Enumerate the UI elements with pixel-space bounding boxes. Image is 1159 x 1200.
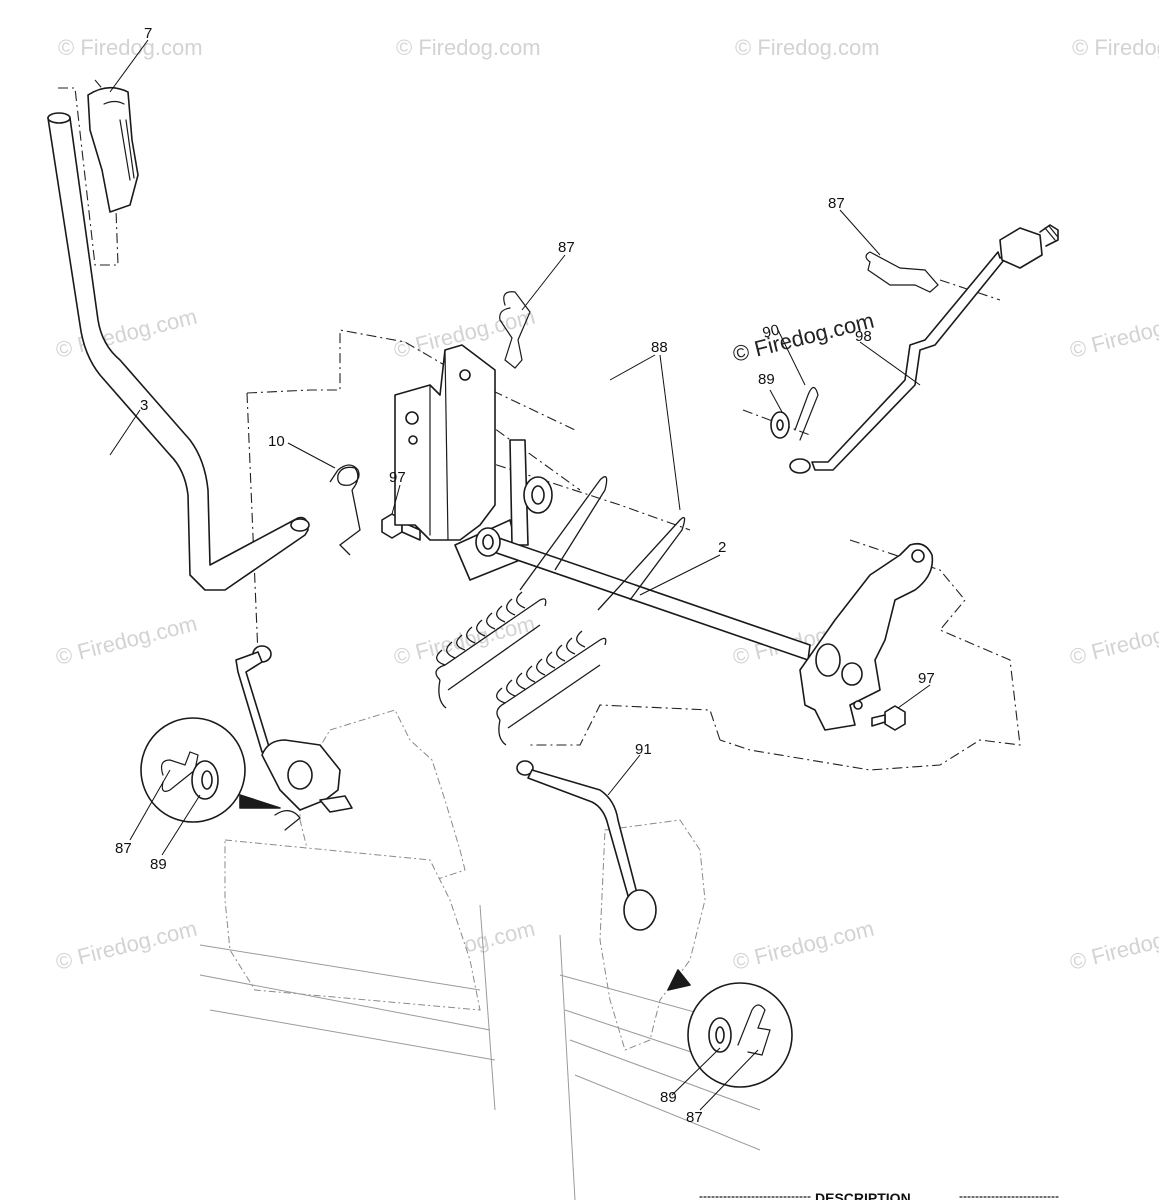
watermark: © Firedog.com	[1072, 35, 1159, 60]
deck-link-left	[235, 645, 353, 831]
watermark: © Firedog.com	[53, 304, 199, 363]
hairpin-clip-right	[794, 386, 819, 441]
lift-lever	[47, 112, 310, 591]
description-label: DESCRIPTION	[815, 1190, 911, 1200]
watermark: © Firedog.com	[1067, 304, 1159, 363]
callout-89-inset-right: 89	[660, 1089, 677, 1106]
watermark: © Firedog.com	[396, 35, 541, 60]
callouts: 7 3 10 97 87 88 2 87 90 98 89 97 91 87 8…	[115, 25, 935, 1126]
watermark: © Firedog.com	[730, 916, 876, 975]
callout-97-left: 97	[389, 469, 406, 486]
callout-89-inset-left: 89	[150, 856, 167, 873]
extension-springs	[435, 476, 686, 746]
torsion-spring	[329, 464, 361, 556]
watermark: © Firedog.com	[53, 916, 199, 975]
callout-10: 10	[268, 433, 285, 450]
footer: DESCRIPTION	[699, 1190, 1061, 1200]
hairpin-clip-top	[499, 291, 531, 369]
height-rod	[789, 224, 1059, 474]
mounting-bracket	[394, 344, 553, 581]
callout-87-right: 87	[828, 195, 845, 212]
callout-87-top: 87	[558, 239, 575, 256]
callout-87-inset-right: 87	[686, 1109, 703, 1126]
inset-detail-left	[140, 717, 281, 823]
hairpin-clip-upper-right	[865, 251, 939, 293]
bolt-right	[871, 705, 906, 731]
callout-3: 3	[140, 397, 148, 414]
frame-outline	[199, 709, 761, 1200]
watermark: © Firedog.com	[1067, 611, 1159, 670]
leader-lines	[109, 39, 931, 1111]
callout-90: 90	[761, 321, 781, 342]
washer-right	[770, 411, 790, 439]
callout-87-inset-left: 87	[115, 840, 132, 857]
lift-arm	[799, 542, 934, 731]
watermark: © Firedog.com	[1067, 916, 1159, 975]
callout-2: 2	[718, 539, 726, 556]
inset-detail-right	[667, 969, 793, 1088]
handle-grip	[87, 86, 139, 213]
callout-97-right: 97	[918, 670, 935, 687]
callout-88: 88	[651, 339, 668, 356]
link-rod	[516, 760, 657, 931]
watermark: © Firedog.com	[735, 35, 880, 60]
watermark: © Firedog.com	[53, 611, 199, 670]
watermark: © Firedog.com	[58, 35, 203, 60]
callout-98: 98	[855, 328, 872, 345]
callout-91: 91	[635, 741, 652, 758]
callout-89-right: 89	[758, 371, 775, 388]
callout-7: 7	[144, 25, 152, 42]
watermark: © Firedog.com	[391, 611, 537, 670]
